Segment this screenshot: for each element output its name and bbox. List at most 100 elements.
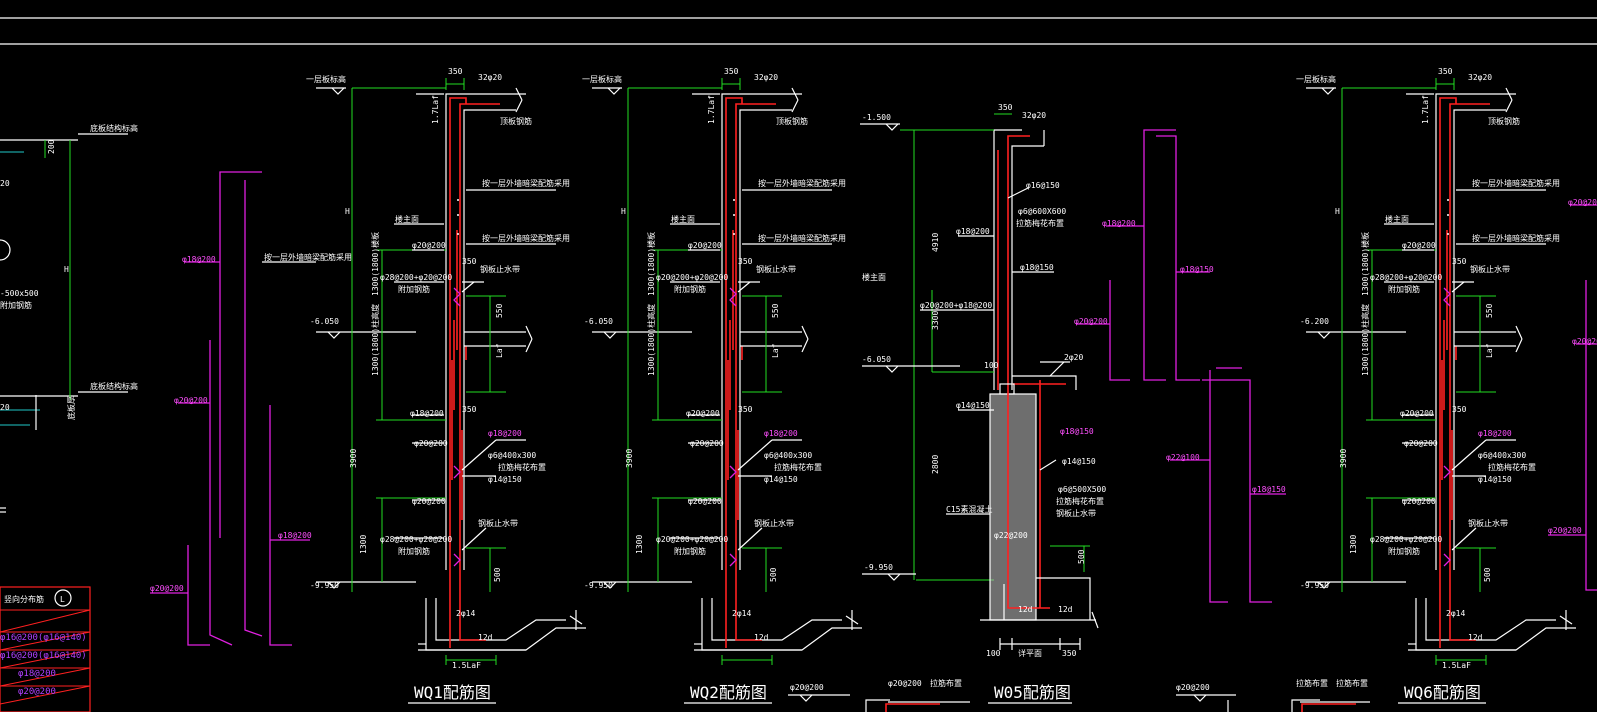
w05-r-6: φ6@600X600 <box>1018 207 1066 216</box>
w05-dim-3300: 3300 <box>931 311 940 330</box>
wq2-title: WQ2配筋图 <box>690 683 767 702</box>
table-rule <box>0 631 91 651</box>
wq1-dim-350: 350 <box>462 257 477 266</box>
mid-mag-c: φ20@200 <box>1074 317 1108 326</box>
w05-elev-mark <box>887 573 901 581</box>
wq1-r-add: 附加钢筋 <box>398 284 430 294</box>
wq1-note-wall1: 按一层外墙暗梁配筋采用 <box>482 178 570 188</box>
wq2-r-20-200b: φ20@200 <box>690 439 724 448</box>
table-rule <box>0 649 91 669</box>
wq2-dim-350b: 350 <box>738 405 753 414</box>
w05-elev-mid: -6.050 <box>862 355 891 364</box>
left-magenta-detail: φ18@200 φ20@200 φ18@200 φ20@200 按一层外墙暗梁配… <box>150 171 352 646</box>
wq6-dim-upper: 1300(1800)楼板 <box>1360 232 1370 296</box>
wq6-r-6: φ6@400x300 <box>1478 451 1526 460</box>
w05-r-18m: φ18@150 <box>1060 427 1094 436</box>
bar-shape <box>269 405 292 646</box>
wq6-dim-laf: Laf <box>1485 343 1494 358</box>
left-partial-detail: 底板结构标高 底板结构标高 200 H 20 20 -500x500 附加钢筋 … <box>0 123 138 513</box>
wq1-elev-mid: -6.050 <box>310 317 339 326</box>
wq2-note-wall1: 按一层外墙暗梁配筋采用 <box>758 178 846 188</box>
wq1-dim-350b: 350 <box>462 405 477 414</box>
wq6-note-slab: 顶板钢筋 <box>1488 116 1520 126</box>
bar-shape <box>187 545 210 646</box>
wq1-r-6b: 拉筋梅花布置 <box>498 462 546 472</box>
wq1-r-add2: 附加钢筋 <box>398 546 430 556</box>
mag-label: φ20@200 <box>174 396 208 405</box>
mid-mag-e: φ18@150 <box>1252 485 1286 494</box>
bar-shape <box>1209 370 1228 603</box>
bottom-label-5: φ20@200 <box>1176 683 1210 692</box>
wq1-r-18-200c: φ18@200 <box>488 429 522 438</box>
wq6-dim-1300: 1300 <box>1349 535 1358 554</box>
val-c: -500x500 <box>0 289 39 298</box>
wq2-elev-bot: -9.950 <box>584 581 613 590</box>
wq2-h-mark: H <box>621 207 626 216</box>
rebar <box>1301 703 1356 712</box>
wq1-geometry <box>315 77 587 666</box>
w05-title: W05配筋图 <box>994 683 1071 702</box>
bottom-partial-details: φ20@200 φ20@200 拉筋布置 φ20@200 拉筋布置 拉筋布置 <box>788 678 1370 712</box>
bottom-label-4: 拉筋布置 <box>1296 678 1328 688</box>
wq6-dim-550: 550 <box>1485 303 1494 318</box>
wq6-r-14: φ14@150 <box>1478 475 1512 484</box>
wq1-dim-top: 350 <box>448 67 463 76</box>
table-circle <box>54 589 72 607</box>
w05-elev-mark <box>885 365 899 373</box>
wq1-dim-3900: 3900 <box>349 449 358 468</box>
line <box>1291 699 1320 712</box>
wq6-geometry <box>1305 77 1577 666</box>
wq6-dim-lower: 1300(1800)柱高度 <box>1360 304 1370 376</box>
wq6-bar-top: 32φ20 <box>1468 73 1492 82</box>
wq1-bar-top: 32φ20 <box>478 73 502 82</box>
section-circle <box>0 239 11 261</box>
w05-r-22: φ22@200 <box>994 531 1028 540</box>
wq6-dim-350b: 350 <box>1452 405 1467 414</box>
wq6-note-wall2: 按一层外墙暗梁配筋采用 <box>1472 233 1560 243</box>
w05-leader <box>1007 187 1029 199</box>
bar-shape <box>244 180 263 637</box>
w05-ledge <box>1012 375 1077 390</box>
wq1-note-stop2: 钢板止水带 <box>478 518 518 528</box>
wq1-h-mark: H <box>345 207 350 216</box>
wq1-r-6: φ6@400x300 <box>488 451 536 460</box>
bar-shape <box>1109 280 1130 381</box>
wq2-r-18-200c: φ18@200 <box>764 429 798 438</box>
w05-note-stop: 钢板止水带 <box>1056 508 1096 518</box>
wq2-note-stop: 钢板止水带 <box>756 264 796 274</box>
note-d: 附加钢筋 <box>0 300 32 310</box>
note-e: 底板厚 <box>66 396 76 420</box>
wq1-top-label: 一层板标高 <box>306 74 346 84</box>
wq2-note-wall2: 按一层外墙暗梁配筋采用 <box>758 233 846 243</box>
wq1-r-combo: φ28@200+φ20@200 <box>380 273 452 282</box>
mid-mag-a: φ18@200 <box>1102 219 1136 228</box>
wq1-dim-500: 500 <box>493 567 502 582</box>
w05-r-6m: φ6@500X500 <box>1058 485 1106 494</box>
w05-break <box>1091 611 1099 629</box>
wq2-dim-upper: 1300(1800)楼板 <box>646 232 656 296</box>
mid-mag-d: φ22@100 <box>1166 453 1200 462</box>
wq2-12d: 12d <box>754 633 769 642</box>
w05-dim-100: 100 <box>986 649 1001 658</box>
w05-dim-wall: 详平面 <box>1018 648 1042 658</box>
bar-shape <box>219 171 262 538</box>
wq2-top-label: 一层板标高 <box>582 74 622 84</box>
wq6-r-6b: 拉筋梅花布置 <box>1488 462 1536 472</box>
w05-r-18: φ18@200 <box>956 227 990 236</box>
wq6-elev-bot: -9.950 <box>1300 581 1329 590</box>
wq6-note-stop: 钢板止水带 <box>1470 264 1510 274</box>
wq2-geometry <box>591 77 863 666</box>
wq6-2x14: 2φ14 <box>1446 609 1465 618</box>
wall-detail-wq2: 一层板标高 350 32φ20 1.7Laf 顶板钢筋 按一层外墙暗梁配筋采用 … <box>582 67 863 704</box>
wq2-r-combo: φ20@200+φ20@200 <box>656 273 728 282</box>
wq2-2x14: 2φ14 <box>732 609 751 618</box>
w05-dim-350: 350 <box>1062 649 1077 658</box>
wq2-dim-350: 350 <box>738 257 753 266</box>
wq1-r-18-200: φ18@200 <box>410 409 444 418</box>
wq1-15laf: 1.5LaF <box>452 661 481 670</box>
w05-note-conc: C15素混凝土 <box>946 504 992 514</box>
w05-dim-4910: 4910 <box>931 233 940 252</box>
table-row-2: φ16@200(φ16@140) <box>0 651 87 661</box>
mag-label: φ18@200 <box>278 531 312 540</box>
